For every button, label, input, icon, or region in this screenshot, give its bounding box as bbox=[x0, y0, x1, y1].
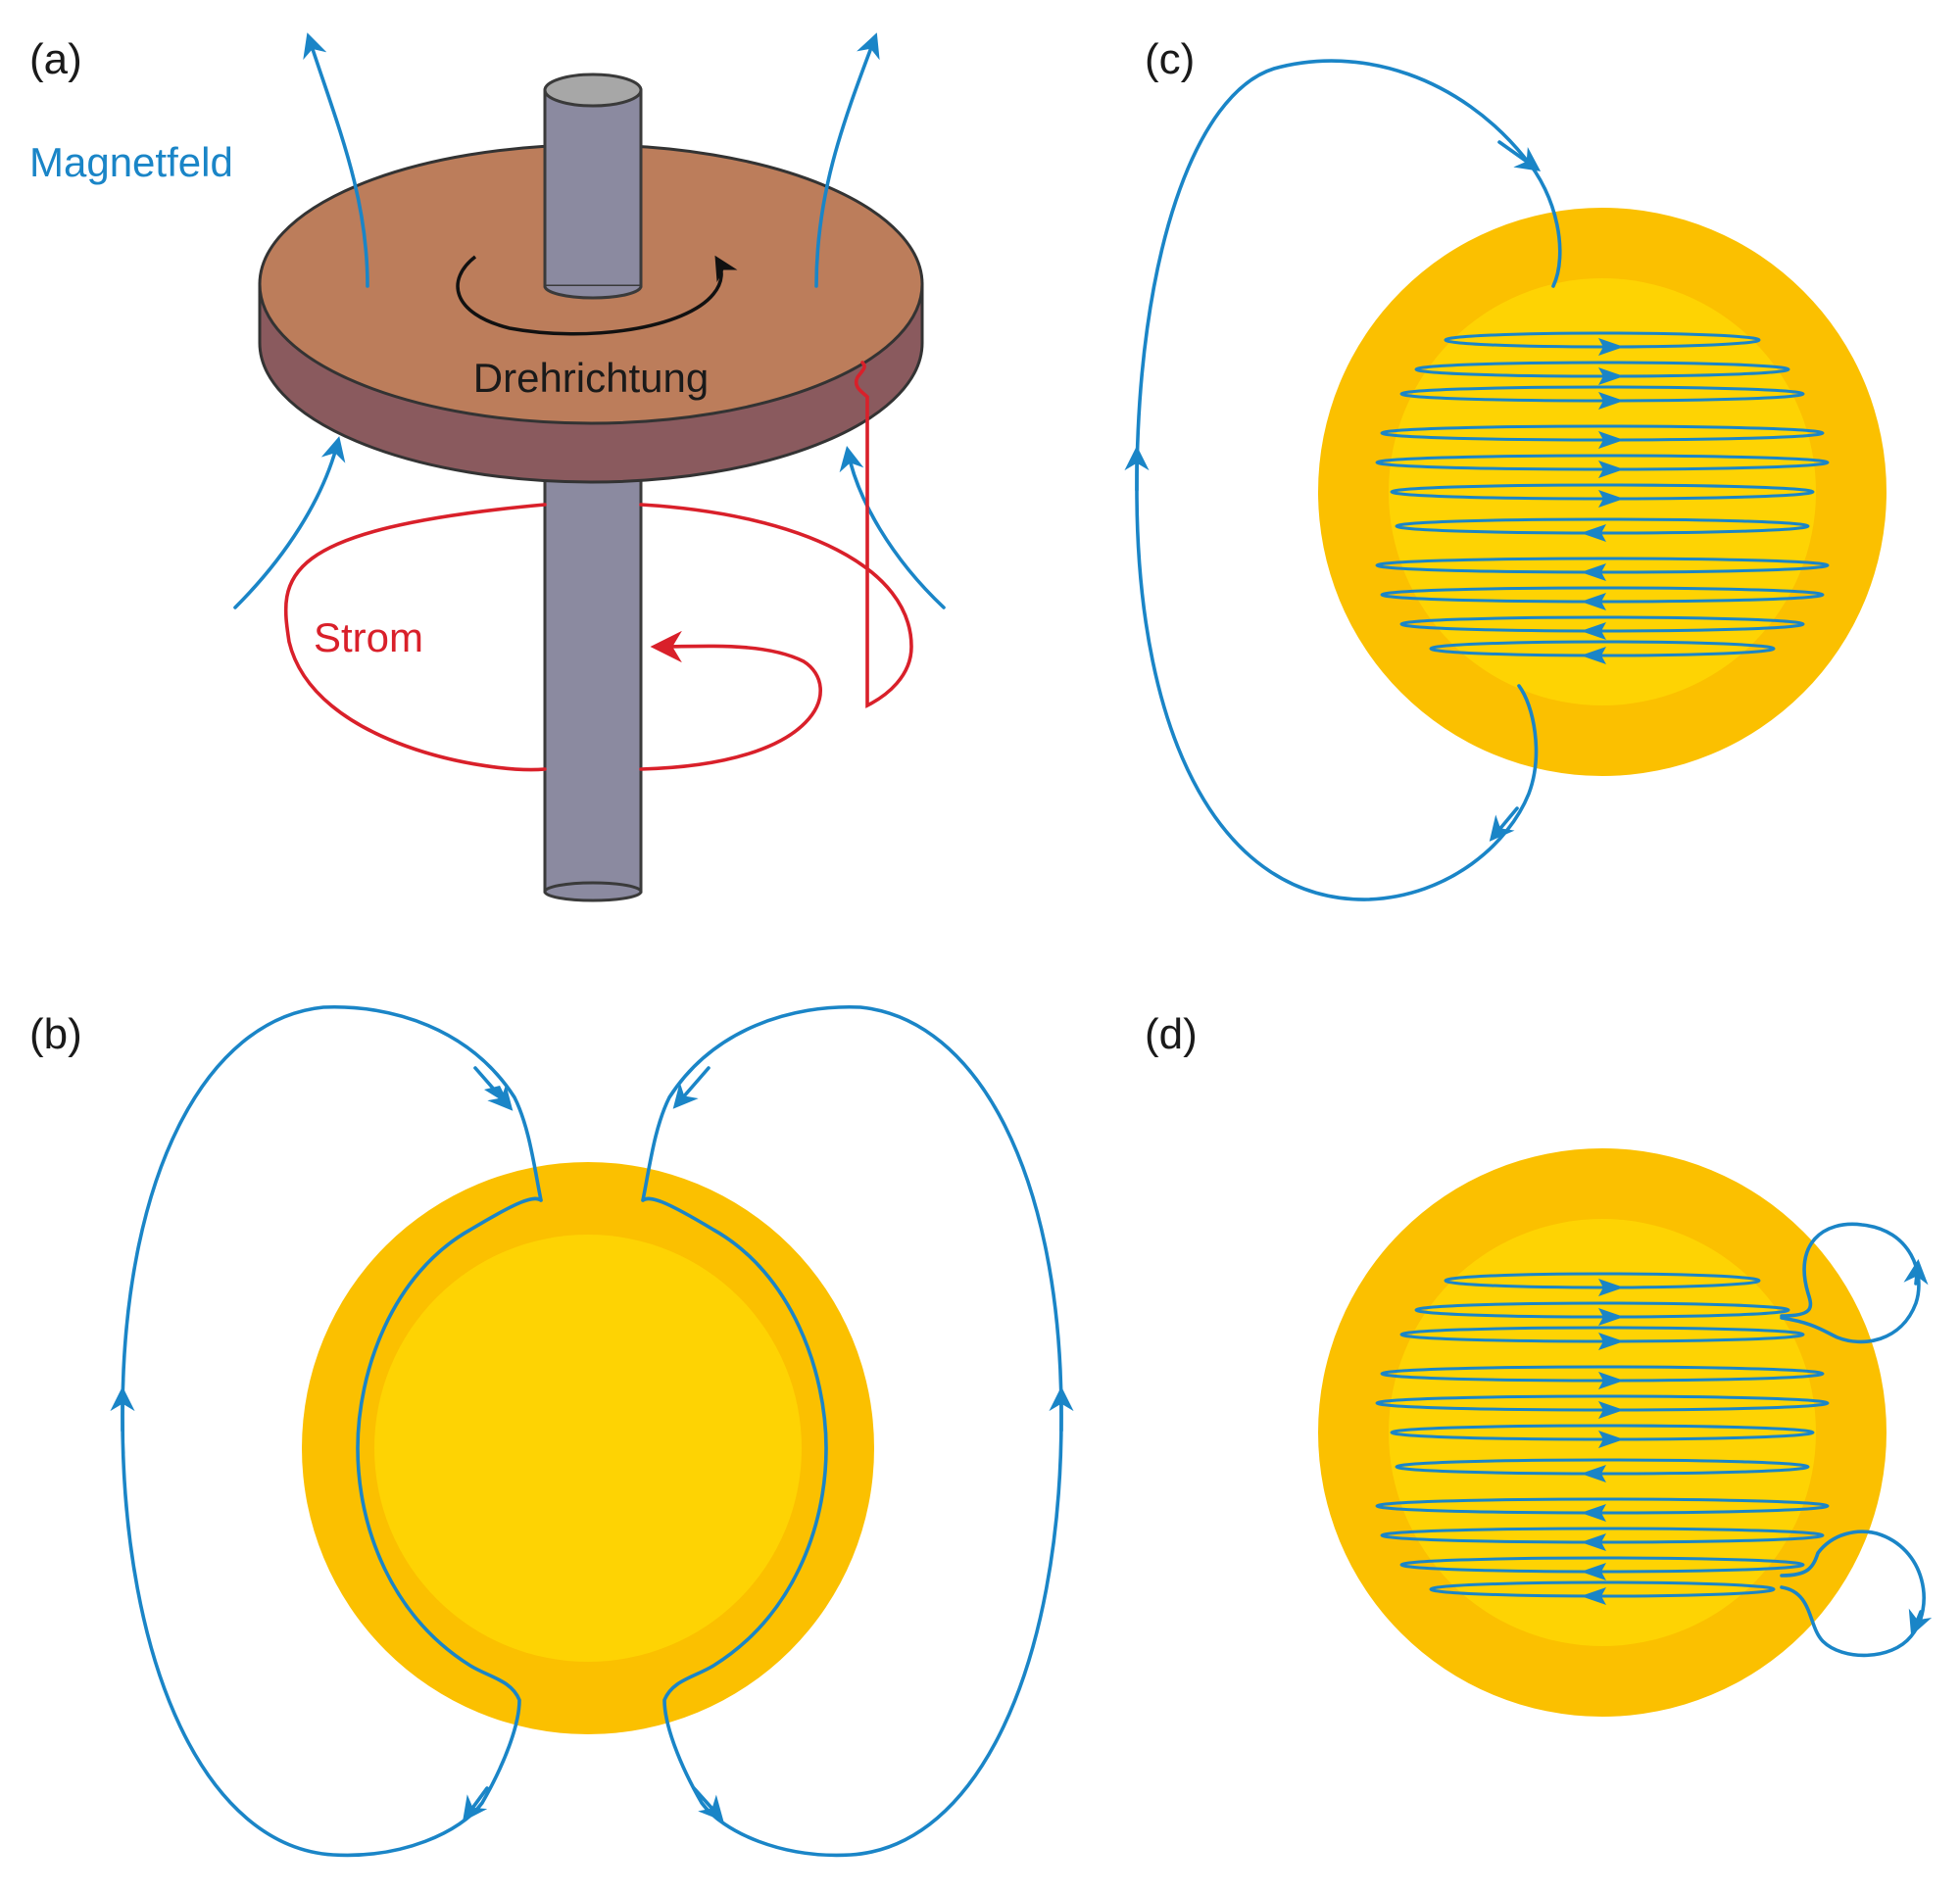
arrowhead-icon bbox=[1497, 140, 1542, 171]
panel-d: (d) bbox=[1145, 1010, 1933, 1717]
toroidal-line bbox=[1375, 454, 1830, 471]
toroidal-line bbox=[1395, 1458, 1810, 1476]
arrowhead-icon bbox=[1581, 647, 1606, 664]
toroidal-line bbox=[1380, 586, 1825, 604]
toroidal-line bbox=[1390, 1424, 1815, 1441]
toroidal-line bbox=[1375, 1394, 1830, 1412]
panel-b: (b) bbox=[29, 1004, 1074, 1858]
arrowhead-icon bbox=[1581, 524, 1606, 542]
arrowhead-icon bbox=[1598, 1431, 1624, 1448]
arrowhead-icon bbox=[1598, 392, 1624, 410]
drehrichtung-label: Drehrichtung bbox=[473, 355, 709, 401]
axle-upper-base bbox=[543, 285, 643, 300]
arrowhead-icon bbox=[1598, 1308, 1624, 1326]
axle-upper bbox=[543, 88, 643, 288]
arrowhead-icon bbox=[692, 1786, 724, 1821]
field-line-b-left bbox=[121, 1004, 543, 1858]
axle-top bbox=[543, 73, 643, 108]
arrowhead-icon bbox=[473, 1066, 514, 1111]
toroidal-line bbox=[1390, 483, 1815, 501]
toroidal-line bbox=[1414, 1301, 1790, 1319]
arrowhead-icon bbox=[1581, 1563, 1606, 1580]
field-line-up-left bbox=[303, 32, 369, 288]
toroidal-field-lines bbox=[1375, 1272, 1830, 1605]
toroidal-line bbox=[1444, 1272, 1761, 1289]
arrowhead-icon bbox=[1598, 490, 1624, 508]
arrowhead-icon bbox=[1598, 1333, 1624, 1350]
field-line-in-right bbox=[839, 446, 946, 609]
toroidal-line bbox=[1375, 1497, 1830, 1515]
toroidal-line bbox=[1399, 385, 1805, 403]
arrowhead-icon bbox=[1598, 1401, 1624, 1419]
panel-c-label: (c) bbox=[1145, 35, 1195, 83]
arrowhead-icon bbox=[1903, 1258, 1929, 1286]
axle-lower bbox=[543, 459, 643, 894]
magnetfeld-label: Magnetfeld bbox=[29, 139, 233, 185]
toroidal-line bbox=[1429, 640, 1776, 657]
toroidal-line bbox=[1429, 1580, 1776, 1598]
axle-bottom bbox=[543, 881, 643, 902]
arrowhead-icon bbox=[1598, 338, 1624, 356]
arrowhead-icon bbox=[1598, 1372, 1624, 1389]
arrowhead-icon bbox=[1581, 622, 1606, 640]
panel-a: (a) Magnetfeld Drehrichtung Strom bbox=[29, 32, 946, 902]
arrowhead-icon bbox=[1581, 1504, 1606, 1522]
panel-c: (c) bbox=[1124, 35, 1886, 901]
field-line-in-left bbox=[233, 436, 346, 609]
field-loop-upper bbox=[1780, 1222, 1921, 1344]
toroidal-line bbox=[1380, 424, 1825, 442]
panel-a-label: (a) bbox=[29, 35, 82, 83]
current-loop bbox=[283, 361, 913, 772]
arrowhead-icon bbox=[1581, 1533, 1606, 1551]
toroidal-line bbox=[1414, 361, 1790, 378]
arrowhead-icon bbox=[1581, 593, 1606, 610]
toroidal-line bbox=[1395, 517, 1810, 535]
arrowhead-icon bbox=[1908, 1608, 1933, 1636]
panel-b-label: (b) bbox=[29, 1010, 82, 1058]
toroidal-line bbox=[1399, 1326, 1805, 1343]
toroidal-line bbox=[1375, 557, 1830, 574]
toroidal-line bbox=[1399, 1556, 1805, 1574]
arrowhead-icon bbox=[1598, 431, 1624, 449]
field-loop-lower bbox=[1780, 1530, 1926, 1658]
field-line-up-right bbox=[814, 32, 880, 288]
strom-label: Strom bbox=[314, 614, 423, 660]
arrowhead-icon bbox=[1598, 367, 1624, 385]
arrowhead-icon bbox=[1581, 1465, 1606, 1482]
arrowhead-icon bbox=[1598, 1279, 1624, 1296]
toroidal-line bbox=[1444, 331, 1761, 349]
arrowhead-icon bbox=[1581, 563, 1606, 581]
toroidal-field-lines bbox=[1375, 331, 1830, 664]
arrowhead-icon bbox=[1598, 461, 1624, 478]
toroidal-line bbox=[1380, 1527, 1825, 1544]
toroidal-line bbox=[1380, 1365, 1825, 1383]
arrowhead-icon bbox=[1489, 806, 1519, 842]
curved-arrow-icon bbox=[456, 255, 738, 336]
arrowhead-icon bbox=[463, 1786, 489, 1822]
arrowhead-icon bbox=[1581, 1587, 1606, 1605]
panel-d-label: (d) bbox=[1145, 1010, 1198, 1058]
toroidal-line bbox=[1399, 615, 1805, 633]
field-line-b-right bbox=[641, 1004, 1063, 1858]
arrowhead-icon bbox=[672, 1066, 710, 1109]
sun-inner bbox=[374, 1235, 802, 1662]
